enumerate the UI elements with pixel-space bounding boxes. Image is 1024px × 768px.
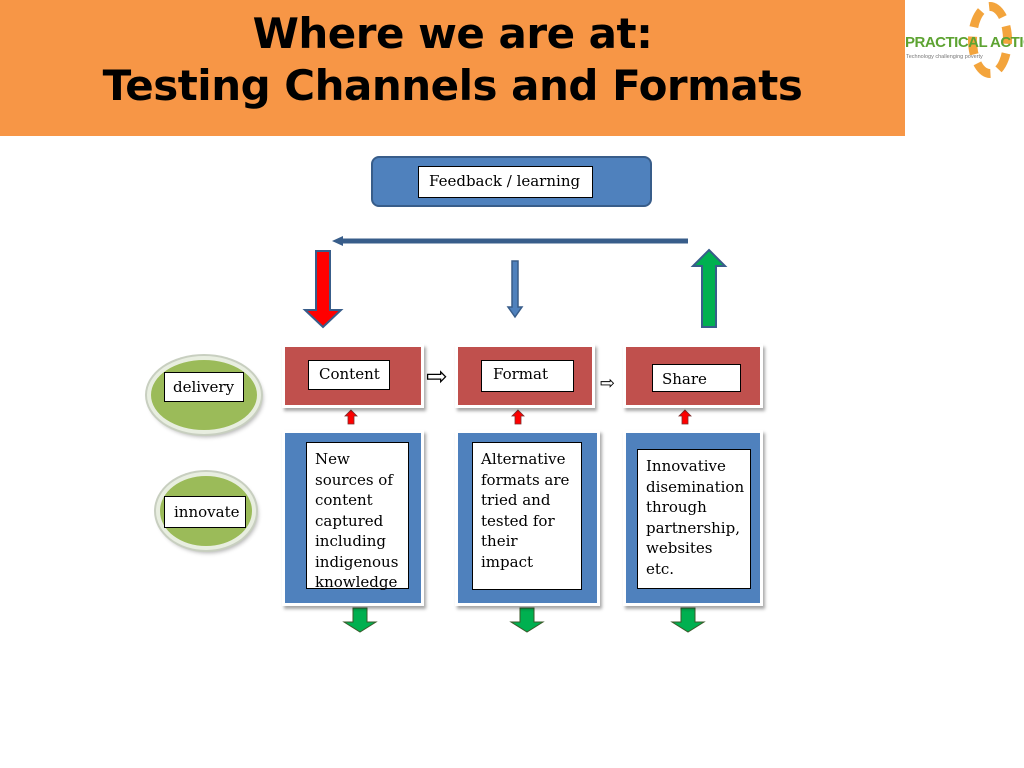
share-description-panel: Innovative disemination through partners… xyxy=(623,430,763,606)
content-label: Content xyxy=(308,360,390,390)
green-up-arrow xyxy=(690,248,728,328)
share-description: Innovative disemination through partners… xyxy=(637,449,751,589)
format-to-share-arrow-icon: ⇨ xyxy=(600,373,616,394)
content-description: New sources of content captured includin… xyxy=(306,442,409,591)
feedback-label: Feedback / learning xyxy=(418,166,593,198)
green-down-arrow xyxy=(670,607,706,633)
format-description-panel: Alternative formats are tried and tested… xyxy=(455,430,600,606)
red-down-arrow xyxy=(302,250,344,329)
feedback-box: Feedback / learning xyxy=(371,156,652,207)
share-stage-panel: Share xyxy=(623,344,763,408)
red-up-arrow-small xyxy=(511,409,525,425)
logo-name: PRACTICAL ACTION xyxy=(905,34,1024,51)
title-line-1: Where we are at: xyxy=(252,9,653,58)
format-stage-panel: Format xyxy=(455,344,595,408)
content-to-format-arrow-icon: ⇨ xyxy=(426,362,448,392)
format-description: Alternative formats are tried and tested… xyxy=(472,442,582,590)
delivery-label: delivery xyxy=(164,372,244,402)
format-label: Format xyxy=(481,360,574,392)
logo-ring-icon xyxy=(968,2,1012,78)
innovate-label: innovate xyxy=(164,496,246,528)
content-stage-panel: Content xyxy=(282,344,424,408)
delivery-circle: delivery xyxy=(147,356,261,434)
title-line-2: Testing Channels and Formats xyxy=(102,61,803,110)
green-down-arrow xyxy=(342,607,378,633)
red-up-arrow-small xyxy=(678,409,692,425)
blue-down-arrow xyxy=(506,260,524,319)
share-label: Share xyxy=(652,364,741,392)
feedback-line-arrowhead xyxy=(332,236,343,246)
content-description-panel: New sources of content captured includin… xyxy=(282,430,424,606)
logo-tagline: Technology challenging poverty xyxy=(906,54,983,60)
slide-title: Where we are at: Testing Channels and Fo… xyxy=(0,8,905,112)
red-up-arrow-small xyxy=(344,409,358,425)
green-down-arrow xyxy=(509,607,545,633)
innovate-circle: innovate xyxy=(156,472,256,550)
practical-action-logo: PRACTICAL ACTION Technology challenging … xyxy=(905,0,1024,90)
title-banner: Where we are at: Testing Channels and Fo… xyxy=(0,0,905,136)
